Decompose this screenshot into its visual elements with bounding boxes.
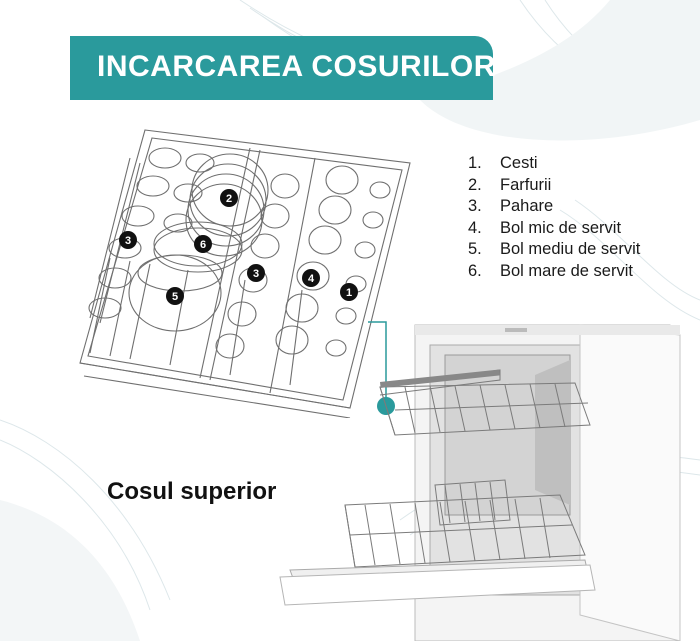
legend-item: 2. Farfurii bbox=[468, 175, 640, 197]
marker-label: 3 bbox=[125, 235, 131, 247]
legend-item: 5. Bol mediu de servit bbox=[468, 239, 640, 261]
legend-list: 1. Cesti 2. Farfurii 3. Pahare 4. Bol mic de… bbox=[468, 153, 640, 283]
legend-item: 6. Bol mare de servit bbox=[468, 261, 640, 283]
marker-label: 6 bbox=[200, 239, 206, 251]
marker-label: 1 bbox=[346, 287, 352, 299]
legend-number: 2. bbox=[468, 175, 482, 194]
legend-label: Bol mediu de servit bbox=[500, 240, 641, 259]
legend-label: Farfurii bbox=[500, 175, 552, 194]
legend-number: 5. bbox=[468, 240, 482, 259]
legend-number: 1. bbox=[468, 154, 482, 172]
marker-label: 4 bbox=[308, 273, 315, 285]
page-title: INCARCAREA COSURILOR bbox=[97, 50, 496, 83]
legend-label: Cesti bbox=[500, 154, 538, 172]
marker-2: 2 bbox=[220, 189, 238, 207]
marker-6: 6 bbox=[194, 235, 212, 253]
legend-number: 4. bbox=[468, 218, 482, 237]
marker-label: 5 bbox=[172, 291, 178, 303]
marker-label: 2 bbox=[226, 193, 232, 205]
basket-title: Cosul superior bbox=[107, 478, 277, 505]
dishwasher-illustration bbox=[279, 324, 681, 641]
title-banner bbox=[70, 36, 493, 100]
marker-3-left: 3 bbox=[119, 231, 137, 249]
marker-label: 3 bbox=[253, 268, 259, 280]
upper-rack-diagram: 2 3 6 3 4 5 1 bbox=[79, 129, 411, 418]
legend-label: Pahare bbox=[500, 197, 554, 216]
legend-label: Bol mare de servit bbox=[500, 261, 633, 280]
legend-item: 4. Bol mic de servit bbox=[468, 218, 640, 240]
legend-number: 3. bbox=[468, 197, 482, 216]
marker-1: 1 bbox=[340, 283, 358, 301]
legend-label: Bol mic de servit bbox=[500, 218, 622, 237]
legend-number: 6. bbox=[468, 261, 482, 280]
legend-item: 3. Pahare bbox=[468, 196, 640, 218]
marker-4: 4 bbox=[302, 269, 320, 287]
rack-markers: 2 3 6 3 4 5 1 bbox=[119, 189, 358, 305]
marker-3-right: 3 bbox=[247, 264, 265, 282]
marker-5: 5 bbox=[166, 287, 184, 305]
legend-item: 1. Cesti bbox=[468, 153, 640, 175]
